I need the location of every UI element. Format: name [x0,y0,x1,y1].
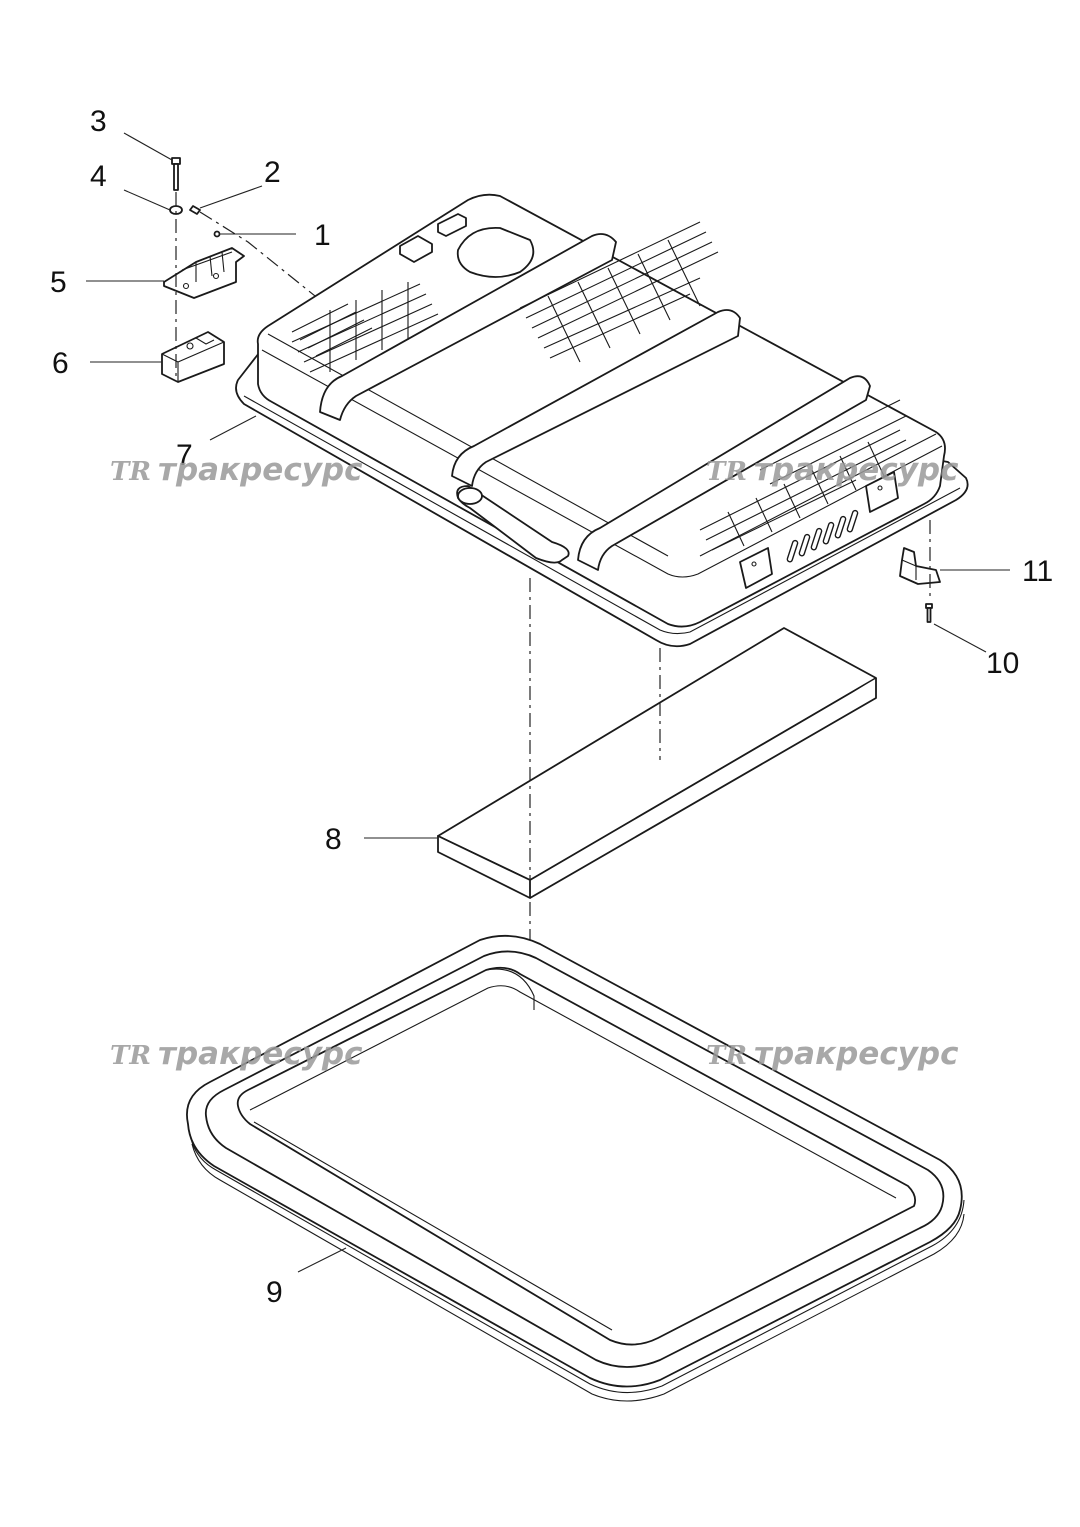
watermark-text: тракресурс [158,1036,363,1072]
watermark-text: тракресурс [754,452,959,488]
watermark-top-left: TR тракресурс [110,452,363,488]
watermark-top-right: TR тракресурс [706,452,959,488]
vent-grille-center [519,221,719,363]
block-part-6 [161,331,225,383]
callout-2: 2 [264,156,281,189]
cover-front-slots [786,509,859,563]
watermark-logo: TR [110,1041,151,1071]
cover-part-7 [235,193,969,648]
leader-lines [86,132,1010,1273]
watermark-bottom-left: TR тракресурс [110,1036,363,1072]
callout-1: 1 [314,219,331,252]
callout-6: 6 [52,347,69,380]
watermark-text: тракресурс [754,1036,959,1072]
callout-4: 4 [90,160,107,193]
callout-9: 9 [266,1276,283,1309]
centerline-pin [199,211,321,301]
watermark-logo: TR [110,457,151,487]
watermark-bottom-right: TR тракресурс [706,1036,959,1072]
callout-8: 8 [325,823,342,856]
callout-7: 7 [176,439,193,472]
hinge-part-5 [163,247,245,299]
bracket-part-11 [899,547,941,585]
filter-part-8 [437,627,877,899]
gasket-part-9 [186,934,965,1402]
vent-grille-left [291,282,439,373]
vent-grille-right [699,399,907,551]
screw-part-10 [925,603,933,623]
callout-5: 5 [50,266,67,299]
callout-3: 3 [90,105,107,138]
callout-11: 11 [1022,555,1053,588]
callout-10: 10 [986,647,1019,680]
watermark-text: тракресурс [158,452,363,488]
pin-part-2 [189,205,201,215]
watermark-logo: TR [706,457,747,487]
bolt-part-3 [171,157,181,191]
small-pin-part-1 [213,230,221,238]
watermark-logo: TR [706,1041,747,1071]
